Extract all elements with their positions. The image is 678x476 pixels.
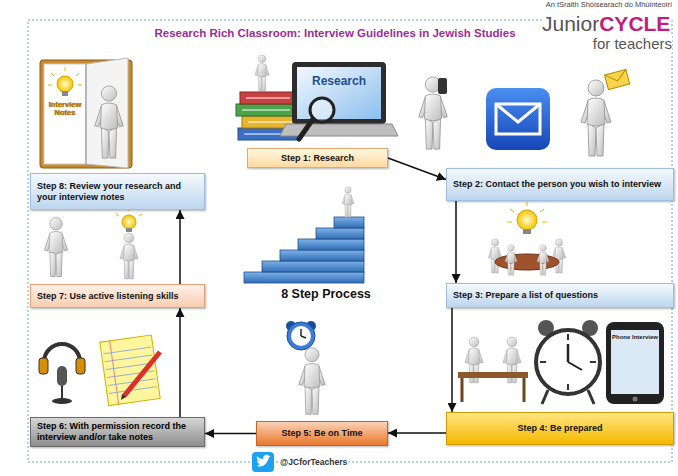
prepared-figure	[458, 320, 664, 404]
free-label: for teachers	[593, 36, 672, 53]
step-label: Step 2: Contact the person you wish to i…	[453, 179, 667, 190]
free-label: Junior	[542, 12, 599, 35]
step-label: Step 3: Prepare a list of questions	[453, 290, 667, 301]
flow-arrow	[451, 308, 453, 412]
free-label: CYCLE	[599, 12, 670, 35]
step-label: Step 1: Research	[254, 153, 381, 164]
free-label: Interview Notes	[45, 101, 85, 118]
free-label: Phone Interview	[609, 334, 661, 341]
flow-arrow	[205, 433, 256, 435]
flow-arrow	[388, 432, 446, 434]
step-label: Step 7: Use active listening skills	[37, 291, 198, 302]
free-label: 8 Step Process	[270, 288, 382, 302]
record-figure	[39, 335, 160, 406]
twitter-icon	[252, 452, 274, 472]
step-box: Step 3: Prepare a list of questions	[446, 283, 674, 308]
free-label: An tSraith Shóisearach do Mhúinteoirí	[546, 1, 672, 9]
free-label: Research	[298, 75, 380, 88]
flow-arrow	[179, 308, 181, 417]
listening-figure	[44, 208, 142, 279]
book-figure	[40, 58, 132, 168]
flow-arrow	[388, 158, 446, 180]
flow-arrow	[179, 210, 181, 284]
step-box: Step 8: Review your research and your in…	[30, 173, 205, 210]
step-box: Step 4: Be prepared	[446, 412, 674, 445]
contact-figure	[419, 69, 630, 156]
time-figure	[286, 321, 325, 414]
step-box: Step 7: Use active listening skills	[30, 284, 205, 308]
step-label: Step 4: Be prepared	[453, 423, 667, 434]
step-box: Step 5: Be on Time	[256, 421, 388, 446]
step-box: Step 2: Contact the person you wish to i…	[446, 168, 674, 201]
stairs-figure	[244, 187, 364, 283]
research-figure	[236, 55, 398, 140]
step-label: Step 6: With permission record the inter…	[37, 421, 198, 443]
step-box: Step 1: Research	[247, 148, 388, 168]
flow-arrow	[455, 201, 457, 283]
frame-border	[28, 20, 672, 462]
ideas-figure	[488, 202, 566, 275]
step-box: Step 6: With permission record the inter…	[30, 417, 205, 447]
free-label: @JCforTeachers	[280, 458, 347, 467]
step-label: Step 8: Review your research and your in…	[37, 181, 198, 203]
step-label: Step 5: Be on Time	[263, 428, 381, 439]
